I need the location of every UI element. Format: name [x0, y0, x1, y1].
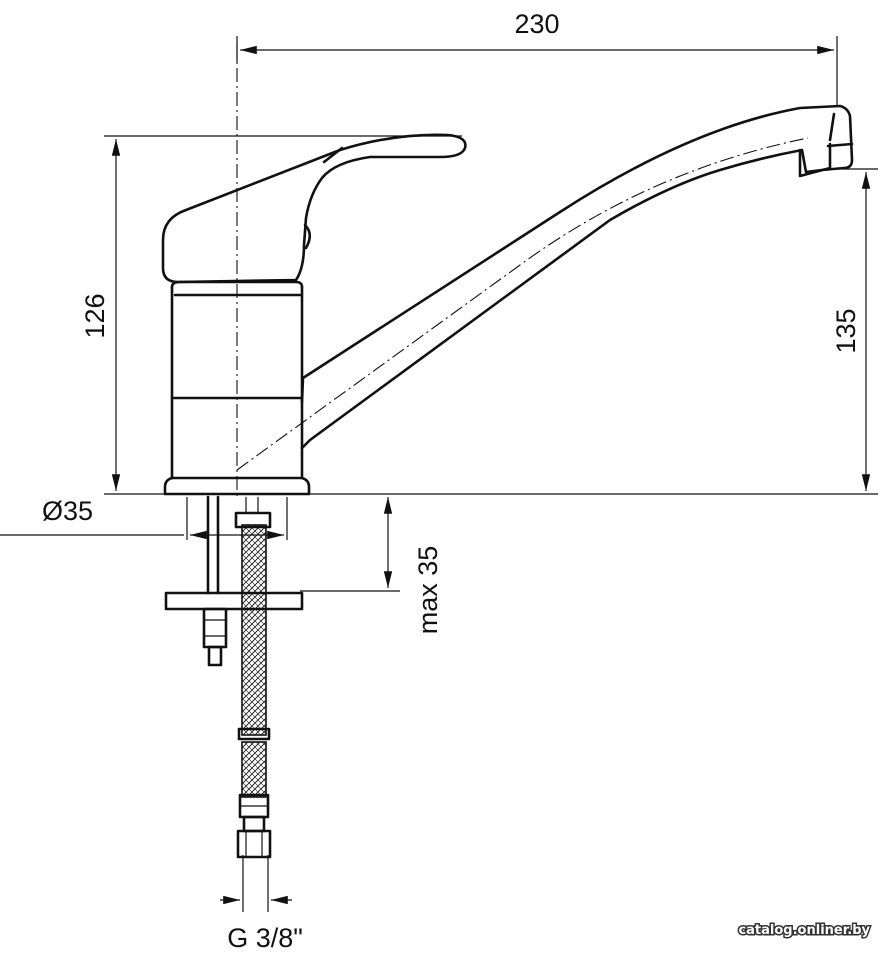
dimension-reach: 230 [236, 9, 838, 105]
dimension-diameter: Ø35 [0, 496, 288, 540]
watermark: catalog.onliner.by [737, 922, 872, 940]
body-height-label: 126 [80, 293, 110, 338]
counter-thickness-label: max 35 [413, 546, 443, 635]
supply-hose [234, 497, 272, 859]
dimension-counter-thickness: max 35 [300, 496, 443, 635]
dimension-spout-height: 135 [395, 168, 878, 495]
dimension-thread: G 3/8" [220, 855, 303, 953]
mounting-hardware [164, 495, 304, 667]
spout [236, 104, 854, 471]
spout-height-label: 135 [831, 308, 861, 353]
diameter-label: Ø35 [42, 496, 93, 526]
watermark-text: catalog.onliner.by [738, 923, 870, 938]
lever-handle [161, 133, 467, 284]
thread-label: G 3/8" [227, 923, 303, 952]
dimension-body-height: 126 [80, 135, 462, 495]
reach-label: 230 [514, 9, 559, 39]
